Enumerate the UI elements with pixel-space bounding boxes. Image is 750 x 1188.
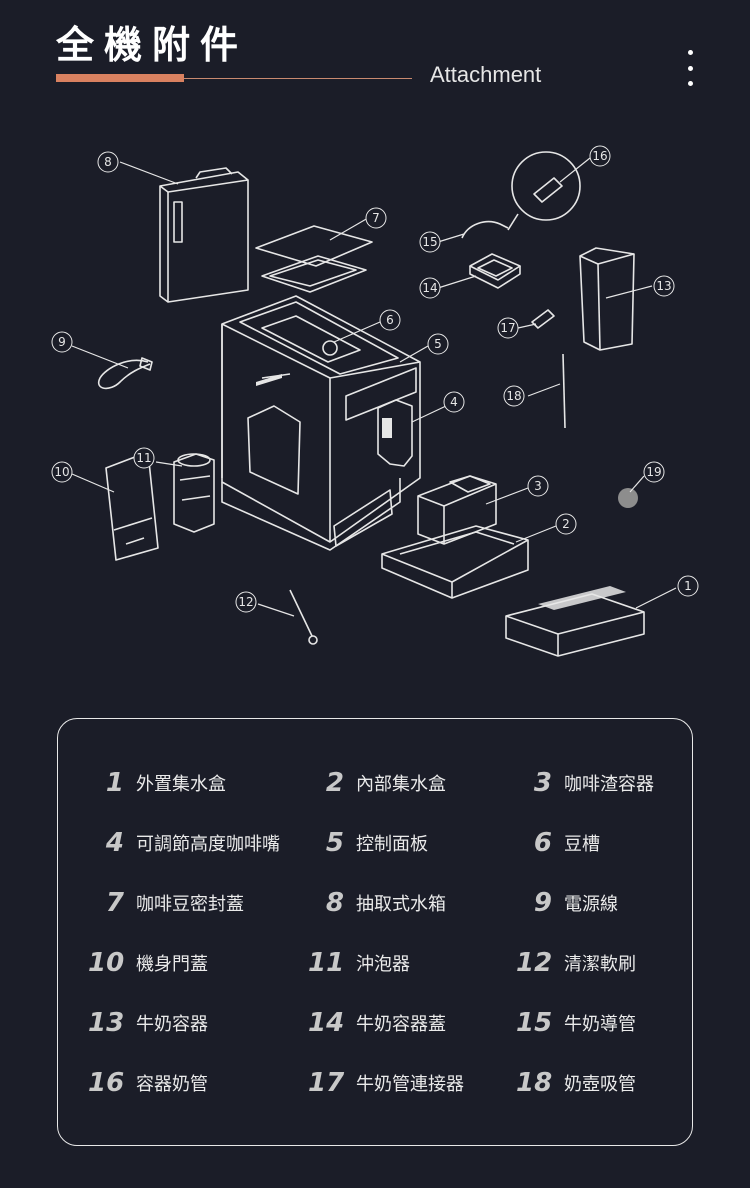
svg-text:5: 5 xyxy=(434,337,442,351)
callout-16: 16 xyxy=(589,145,611,167)
milk-connector-illustration xyxy=(531,309,555,329)
more-menu-icon[interactable] xyxy=(680,50,700,86)
callout-9: 9 xyxy=(51,331,73,353)
svg-text:18: 18 xyxy=(506,389,521,403)
svg-text:6: 6 xyxy=(386,313,394,327)
svg-text:14: 14 xyxy=(422,281,437,295)
round-part-illustration xyxy=(618,488,638,508)
exploded-parts-diagram: 8 7 16 15 14 13 17 6 5 9 18 4 11 10 3 19… xyxy=(51,145,699,657)
inner-drip-tray-illustration xyxy=(381,525,529,599)
suction-tube-illustration xyxy=(562,353,566,429)
cleaning-brush-illustration xyxy=(289,589,318,645)
svg-text:17: 17 xyxy=(500,321,515,335)
callout-8: 8 xyxy=(97,151,119,173)
page-subtitle: Attachment xyxy=(430,62,542,87)
callout-17: 17 xyxy=(497,317,519,339)
callout-12: 12 xyxy=(235,591,257,613)
svg-text:4: 4 xyxy=(450,395,458,409)
callout-14: 14 xyxy=(419,277,441,299)
accent-bar xyxy=(56,74,184,82)
svg-text:9: 9 xyxy=(58,335,66,349)
grounds-container-illustration xyxy=(417,475,497,545)
svg-text:8: 8 xyxy=(104,155,112,169)
svg-text:3: 3 xyxy=(534,479,542,493)
callout-13: 13 xyxy=(653,275,675,297)
coffee-spout-illustration xyxy=(377,399,413,467)
callout-10: 10 xyxy=(51,461,73,483)
callout-6: 6 xyxy=(379,309,401,331)
svg-text:16: 16 xyxy=(592,149,607,163)
svg-text:19: 19 xyxy=(646,465,661,479)
coffee-machine-illustration xyxy=(221,295,421,551)
callout-7: 7 xyxy=(365,207,387,229)
svg-text:13: 13 xyxy=(656,279,671,293)
milk-tube-illustration xyxy=(461,220,509,239)
callout-15: 15 xyxy=(419,231,441,253)
container-tube-illustration xyxy=(507,151,581,231)
svg-text:10: 10 xyxy=(54,465,69,479)
callout-4: 4 xyxy=(443,391,465,413)
bean-lid-illustration xyxy=(255,225,373,293)
brewer-illustration xyxy=(173,453,215,533)
callout-11: 11 xyxy=(133,447,155,469)
callout-5: 5 xyxy=(427,333,449,355)
callout-3: 3 xyxy=(527,475,549,497)
svg-text:2: 2 xyxy=(562,517,570,531)
door-cover-illustration xyxy=(105,451,159,561)
accent-line xyxy=(184,78,412,79)
svg-text:7: 7 xyxy=(372,211,380,225)
milk-lid-illustration xyxy=(469,253,521,289)
svg-text:15: 15 xyxy=(422,235,437,249)
milk-container-illustration xyxy=(579,247,635,351)
callout-18: 18 xyxy=(503,385,525,407)
svg-text:1: 1 xyxy=(684,579,692,593)
power-cord-illustration xyxy=(97,357,153,390)
svg-text:12: 12 xyxy=(238,595,253,609)
callout-19: 19 xyxy=(643,461,665,483)
water-tank-illustration xyxy=(159,167,249,303)
callout-1: 1 xyxy=(677,575,699,597)
svg-text:11: 11 xyxy=(136,451,151,465)
callout-2: 2 xyxy=(555,513,577,535)
page-title: 全機附件 xyxy=(56,23,249,67)
